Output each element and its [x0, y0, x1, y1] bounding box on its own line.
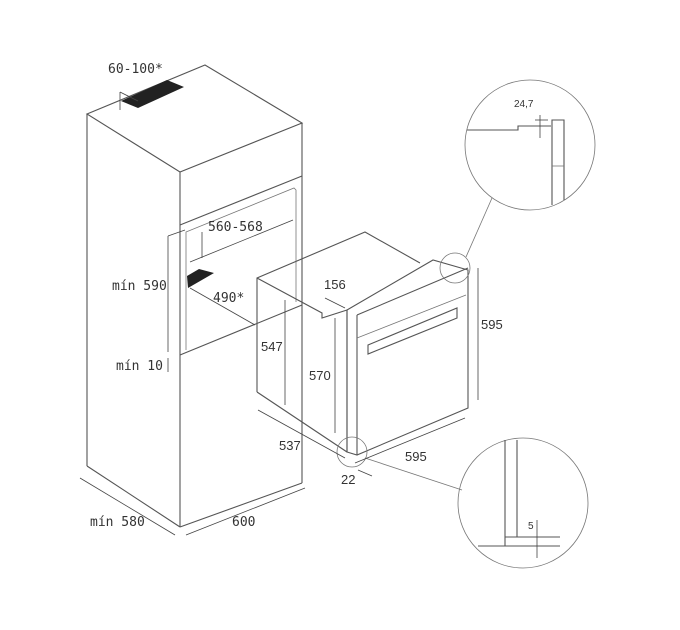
bottom-detail-label: 5: [528, 521, 534, 532]
niche-height-label: mín 590: [112, 279, 167, 294]
niche-vent: [187, 269, 214, 288]
panel-thickness-label: 22: [341, 472, 355, 487]
front-height-label: 595: [481, 317, 503, 332]
front-width-label: 595: [405, 449, 427, 464]
cabinet-depth-label: mín 580: [90, 515, 145, 530]
oven-front-panel: [346, 259, 469, 456]
oven-handle: [367, 307, 458, 355]
cabinet-width-label: 600: [232, 515, 255, 530]
niche-width-label: 560-568: [208, 220, 263, 235]
cabinet-top: [85, 64, 304, 173]
side-height-label: 570: [309, 368, 331, 383]
vent-spacing-label: 60-100*: [108, 62, 163, 77]
cabinet-drawing: [79, 64, 306, 536]
top-detail-marker: [439, 252, 471, 284]
niche-vent-depth-label: 490*: [213, 291, 244, 306]
body-height-label: 547: [261, 339, 283, 354]
top-vent: [121, 80, 184, 108]
panel-offset-label: 156: [324, 277, 346, 292]
top-detail-circle: [464, 79, 596, 211]
bottom-detail-circle: [457, 437, 589, 569]
bottom-gap-label: mín 10: [116, 359, 163, 374]
top-detail-label: 24,7: [514, 99, 534, 110]
oven-depth-label: 537: [279, 438, 301, 453]
oven-drawing: [256, 197, 493, 491]
bottom-detail-marker: [336, 436, 368, 468]
